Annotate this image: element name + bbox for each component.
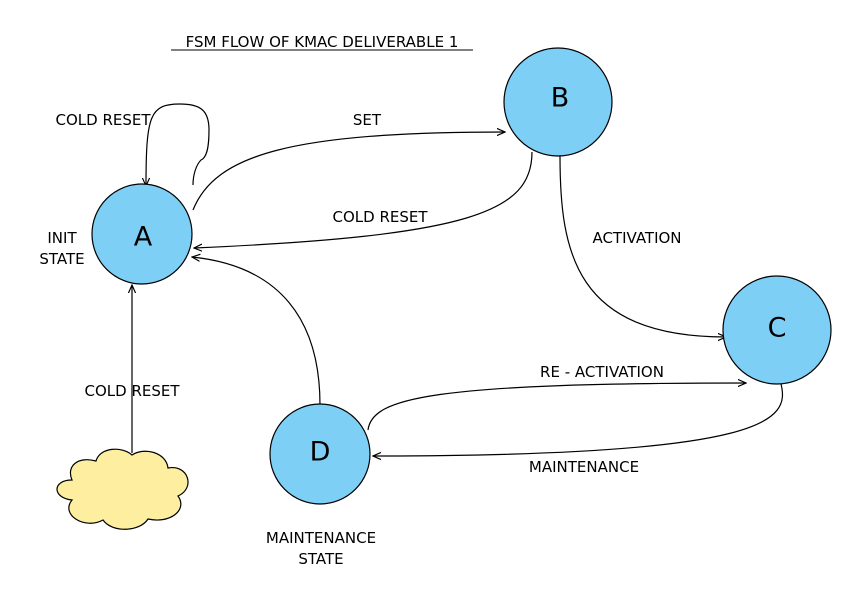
state-a-letter: A [134, 222, 153, 253]
edge-d-to-a [192, 257, 321, 406]
state-d: D [269, 403, 371, 505]
edge-b-to-a [194, 151, 533, 248]
state-a-caption-line2: STATE [39, 250, 84, 268]
state-d-letter: D [310, 437, 331, 468]
diagram-title: FSM FLOW OF KMAC DELIVERABLE 1 [186, 33, 459, 51]
label-a-to-b: SET [353, 111, 382, 129]
start-cloud-shape [56, 448, 189, 530]
state-c-circle [722, 275, 832, 385]
state-c-letter: C [768, 313, 787, 344]
state-d-caption-line1: MAINTENANCE [266, 529, 376, 547]
state-b-circle [503, 47, 613, 157]
state-d-caption-line2: STATE [298, 550, 343, 568]
label-c-to-d: MAINTENANCE [529, 458, 639, 476]
edge-d-to-c [367, 383, 746, 431]
state-a-caption-line1: INIT [47, 229, 77, 247]
state-d-circle [269, 403, 371, 505]
state-a-circle [91, 183, 193, 285]
edge-b-to-c [559, 155, 726, 337]
label-b-to-c: ACTIVATION [592, 229, 681, 247]
label-a-self-loop: COLD RESET [55, 111, 151, 129]
label-b-to-a: COLD RESET [332, 208, 428, 226]
label-d-to-c: RE - ACTIVATION [540, 363, 664, 381]
label-cloud-to-a: COLD RESET [84, 382, 180, 400]
state-b: B [503, 47, 613, 157]
edge-a-self-loop [146, 103, 210, 186]
edge-a-to-b [192, 132, 505, 211]
state-c: C [722, 275, 832, 385]
state-a: A [91, 183, 193, 285]
edge-c-to-d [373, 383, 784, 456]
state-b-letter: B [551, 83, 570, 114]
